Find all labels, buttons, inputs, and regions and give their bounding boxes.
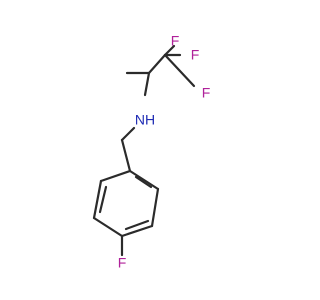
canvas-background bbox=[0, 0, 300, 300]
bond-ring-6 bbox=[99, 169, 132, 183]
bond-ring-4 bbox=[92, 216, 124, 238]
bond-ch2-ring bbox=[120, 138, 132, 173]
bond-ring-inner-1 bbox=[134, 175, 153, 189]
bond-ring-inner-3 bbox=[98, 185, 108, 214]
atom-label-f3: F bbox=[202, 85, 211, 101]
bond-ring-5 bbox=[92, 179, 103, 220]
bond-ring-inner-2 bbox=[124, 219, 150, 231]
atom-label-f-ring: F bbox=[118, 255, 127, 271]
atom-label-f2: F bbox=[191, 47, 200, 63]
bond-c1-c2 bbox=[147, 53, 167, 75]
atom-label-f1: F bbox=[171, 33, 180, 49]
bond-c2-f1 bbox=[163, 44, 176, 57]
bond-ring-3 bbox=[120, 224, 154, 238]
bond-c1-n bbox=[143, 71, 151, 97]
molecule-diagram: F F F NH F bbox=[0, 0, 300, 300]
bond-ring-2 bbox=[150, 187, 160, 228]
bond-c2-f3 bbox=[163, 53, 196, 88]
bond-ring-1 bbox=[128, 169, 160, 191]
bond-n-ch2 bbox=[120, 126, 136, 142]
atom-label-nh: NH bbox=[135, 112, 155, 128]
